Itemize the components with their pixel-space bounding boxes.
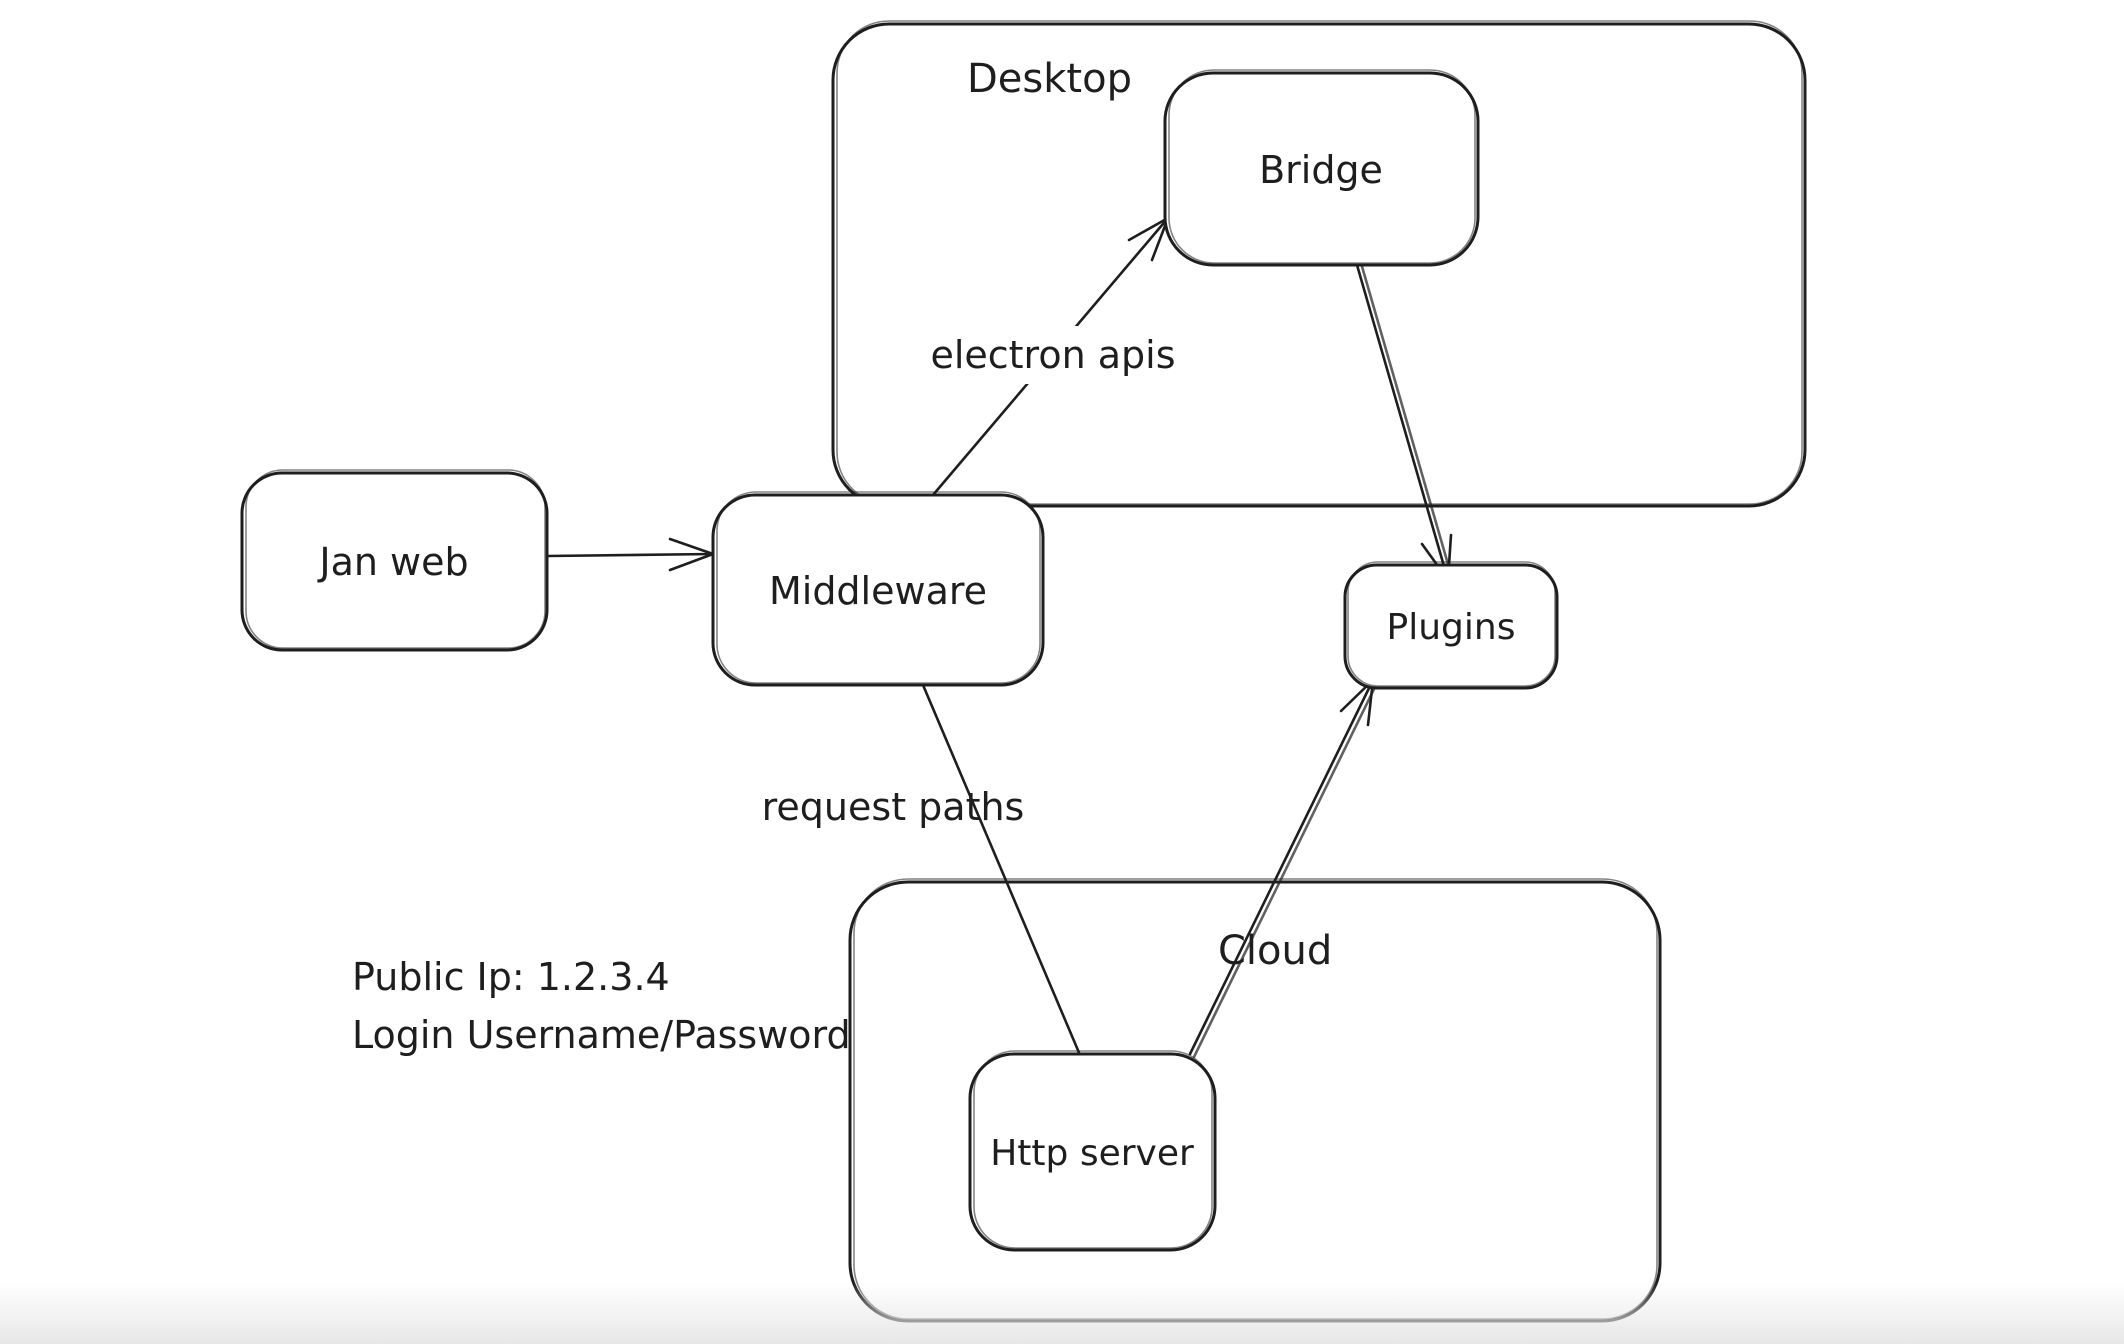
edge-middleware-to-http-server[interactable] <box>921 683 1082 1057</box>
bridge-node-label: Bridge <box>1259 148 1383 192</box>
node-bridge[interactable]: Bridge <box>1163 69 1480 267</box>
annotation-login-credentials[interactable]: Login Username/Password <box>352 1013 851 1057</box>
plugins-node-shape[interactable] <box>1343 563 1559 690</box>
electron-apis-label-background <box>915 326 1197 384</box>
http-server-node-label: Http server <box>990 1133 1194 1174</box>
edge-jan-web-to-middleware[interactable] <box>545 537 715 572</box>
node-plugins[interactable]: Plugins <box>1343 561 1559 690</box>
desktop-container-label[interactable]: Desktop <box>967 56 1132 102</box>
edge-bridge-to-plugins-line[interactable] <box>1355 263 1450 582</box>
node-middleware[interactable]: Middleware <box>711 491 1045 687</box>
edge-jan-web-to-middleware-line[interactable] <box>545 552 715 558</box>
edge-http-server-to-plugins-sketch-line <box>1192 681 1379 1059</box>
node-jan-web[interactable]: Jan web <box>240 469 549 652</box>
annotation-public-ip[interactable]: Public Ip: 1.2.3.4 <box>352 955 670 999</box>
middleware-node-shape[interactable] <box>711 493 1045 687</box>
plugins-node-sketch-stroke <box>1347 561 1556 687</box>
plugins-node-label: Plugins <box>1387 607 1516 648</box>
edge-http-server-to-plugins-line[interactable] <box>1188 678 1375 1056</box>
bridge-node-shape[interactable] <box>1163 71 1480 267</box>
desktop-container-sketch-stroke <box>836 20 1803 505</box>
node-http-server[interactable]: Http server <box>968 1050 1217 1252</box>
middleware-node-sketch-stroke <box>716 491 1041 684</box>
http-server-node-shape[interactable] <box>968 1052 1217 1252</box>
edge-middleware-to-http-server-line[interactable] <box>921 683 1082 1057</box>
jan-web-node-sketch-stroke <box>245 469 546 649</box>
edge-label-request-paths[interactable]: request paths <box>762 785 1025 829</box>
edge-label-electron-apis[interactable]: electron apis <box>930 333 1175 377</box>
jan-web-node-shape[interactable] <box>240 471 549 652</box>
bridge-node-sketch-stroke <box>1168 69 1476 264</box>
jan-web-node-label: Jan web <box>317 540 468 584</box>
http-server-node-sketch-stroke <box>973 1050 1213 1249</box>
edge-bridge-to-plugins-sketch-line <box>1359 261 1454 580</box>
middleware-node-label: Middleware <box>769 569 987 613</box>
cloud-container-label[interactable]: Cloud <box>1218 928 1332 974</box>
